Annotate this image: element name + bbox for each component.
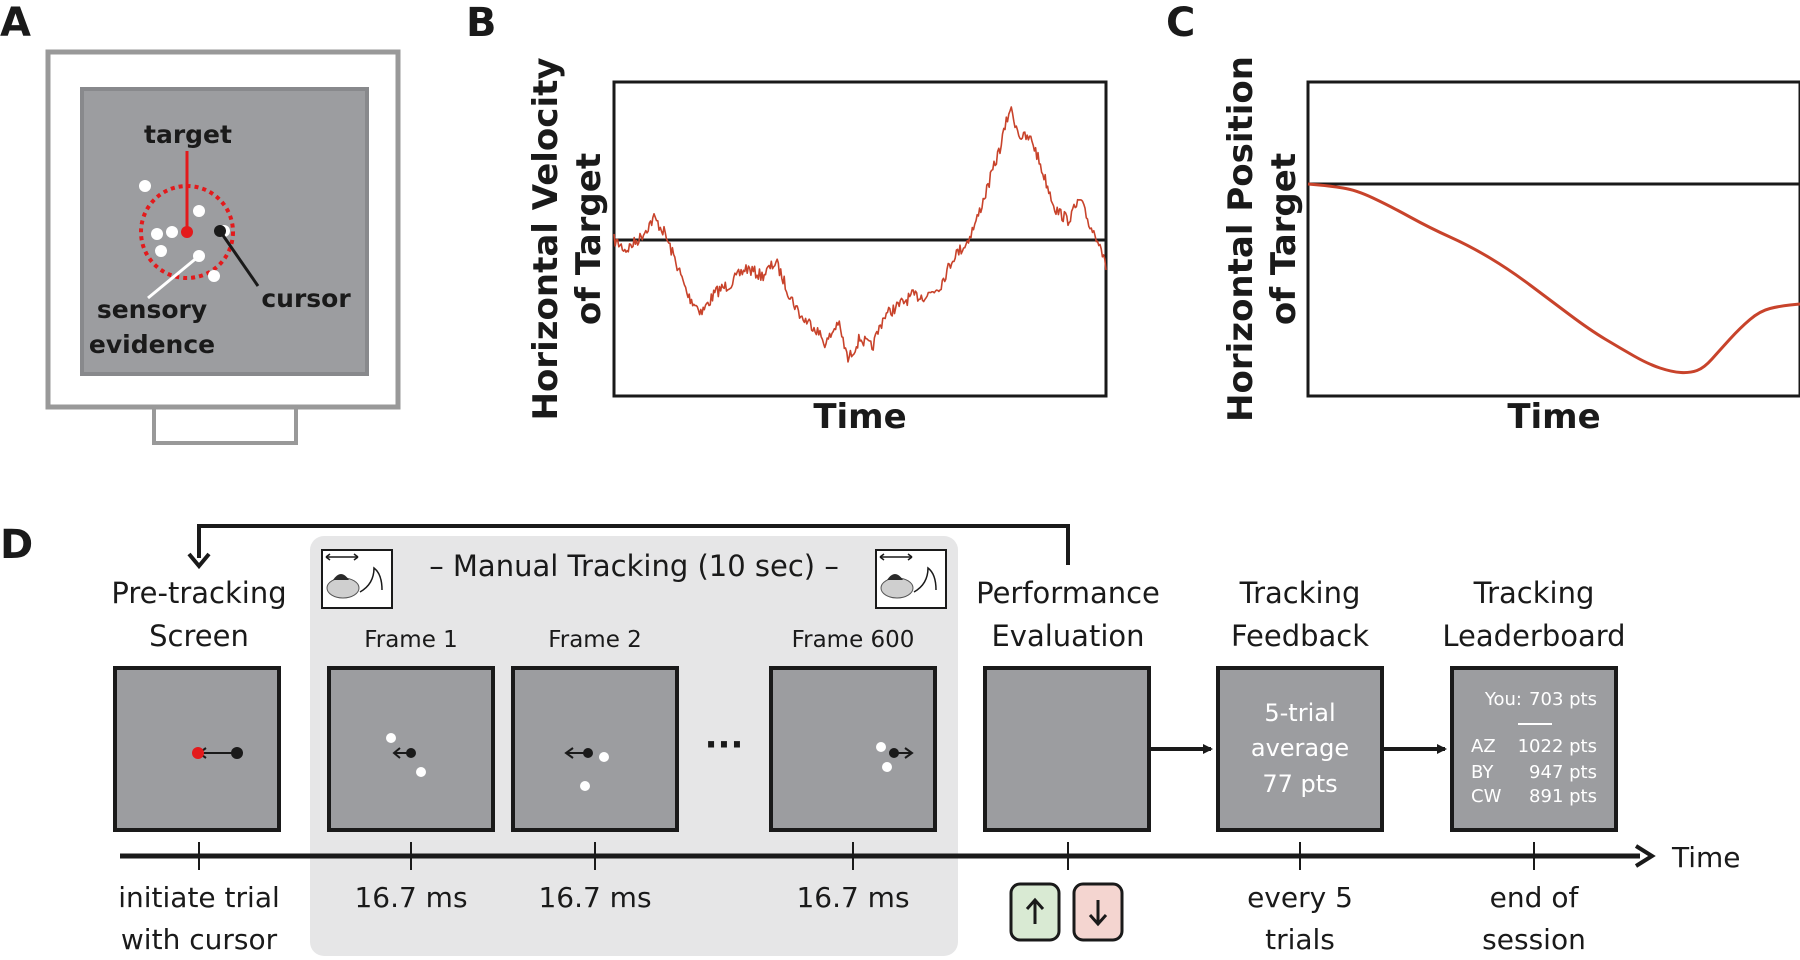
frame-1-screen <box>327 666 495 832</box>
cursor-dot <box>889 748 899 758</box>
feedback-line-2: average <box>1251 734 1349 762</box>
tracking-feedback-screen: 5-trial average 77 pts <box>1216 666 1384 832</box>
sensory-dot <box>876 742 886 752</box>
stage-title-perf-2: Evaluation <box>991 619 1144 653</box>
panel-letter-b: B <box>466 0 497 46</box>
up-key-button[interactable] <box>1009 882 1061 942</box>
leaderboard-row-score: 1022 pts <box>1518 736 1597 757</box>
velocity-trace <box>613 106 1107 363</box>
sensory-dot <box>151 228 163 240</box>
frame-1-title: Frame 1 <box>364 627 458 653</box>
timeline-label-ms: 16.7 ms <box>354 881 467 914</box>
loop-back-arrowhead <box>187 552 211 570</box>
sensory-dot <box>155 245 167 257</box>
plot-frame-c <box>1306 80 1800 398</box>
leaderboard-row-name: AZ <box>1471 736 1496 757</box>
feedback-line-3: 77 pts <box>1262 770 1337 798</box>
cursor-label: cursor <box>261 284 351 313</box>
sensory-dot <box>208 270 220 282</box>
timeline-time-label: Time <box>1671 841 1741 874</box>
evidence-label-2: evidence <box>89 330 215 359</box>
hand-tracking-icon <box>875 549 947 609</box>
timeline-label-end-1: end of <box>1490 881 1580 914</box>
leaderboard-row-score: 947 pts <box>1529 762 1597 783</box>
target-label: target <box>144 120 232 149</box>
cursor-dot <box>214 225 226 237</box>
leaderboard-row-score: 891 pts <box>1529 786 1597 807</box>
stage-title-perf-1: Performance <box>976 576 1160 610</box>
stage-title-leader-2: Leaderboard <box>1442 619 1625 653</box>
leaderboard-you-score: 703 pts <box>1529 689 1597 710</box>
frame-600-screen <box>769 666 937 832</box>
pretracking-screen <box>113 666 281 832</box>
leaderboard-you-label: You: <box>1484 689 1522 710</box>
ylabel-c-2: of Target <box>1264 153 1304 325</box>
timeline-label-initiate-1: initiate trial <box>118 881 280 914</box>
ylabel-c-1: Horizontal Position <box>1221 56 1261 422</box>
timeline-label-end-2: session <box>1482 923 1586 956</box>
feedback-line-1: 5-trial <box>1264 699 1335 727</box>
timeline-label-initiate-2: with cursor <box>121 923 278 956</box>
stage-title-leader-1: Tracking <box>1473 576 1595 610</box>
leaderboard-row-name: CW <box>1471 786 1502 807</box>
panel-letter-d: D <box>0 522 33 568</box>
arrow-down-icon <box>1088 914 1108 927</box>
timeline-label-ms: 16.7 ms <box>538 881 651 914</box>
timeline-label-ms: 16.7 ms <box>796 881 909 914</box>
loop-back-arrow <box>197 524 1070 565</box>
panel-letter-a: A <box>0 0 31 46</box>
sensory-dot <box>166 226 178 238</box>
down-key-button[interactable] <box>1072 882 1124 942</box>
target-dot <box>192 747 204 759</box>
hand-tracking-icon <box>321 549 393 609</box>
sensory-dot <box>386 733 396 743</box>
frame-2-screen <box>511 666 679 832</box>
timeline-ticks <box>198 842 1535 870</box>
ylabel-b-1: Horizontal Velocity <box>526 57 566 420</box>
ylabel-b-2: of Target <box>569 153 609 325</box>
sensory-dots <box>139 180 230 282</box>
sensory-dot <box>416 767 426 777</box>
frame-2-title: Frame 2 <box>548 627 642 653</box>
sensory-dot <box>580 781 590 791</box>
manual-tracking-title: – Manual Tracking (10 sec) – <box>429 549 839 583</box>
sensory-dot <box>599 752 609 762</box>
panel-b-chart: Time Horizontal Velocity of Target <box>526 57 1108 437</box>
frame-600-title: Frame 600 <box>792 627 915 653</box>
position-trace <box>1307 182 1800 375</box>
panel-a-monitor: target cursor sensory evidence <box>45 49 401 445</box>
target-dot <box>181 226 193 238</box>
stage-title-feedback-1: Tracking <box>1239 576 1361 610</box>
sensory-dot <box>193 205 205 217</box>
cursor-pointer-line <box>218 230 260 287</box>
cursor-dot <box>231 747 243 759</box>
timeline-label-every-2: trials <box>1265 923 1335 956</box>
cursor-dot <box>406 748 416 758</box>
performance-evaluation-screen <box>983 666 1151 832</box>
leaderboard-row-name: BY <box>1471 762 1494 783</box>
timeline-label-every-1: every 5 <box>1247 881 1353 914</box>
panel-letter-c: C <box>1166 0 1195 46</box>
frames-ellipsis: ··· <box>705 725 744 765</box>
tracking-leaderboard-screen: You: 703 pts AZ 1022 pts BY 947 pts CW 8… <box>1450 666 1618 832</box>
cursor-dot <box>583 748 593 758</box>
xlabel-b: Time <box>813 397 906 437</box>
monitor-stand <box>152 403 298 445</box>
evidence-label-1: sensory <box>97 295 207 324</box>
sensory-dot <box>882 762 892 772</box>
stage-title-pretracking-1: Pre-tracking <box>111 576 286 610</box>
xlabel-c: Time <box>1507 397 1600 437</box>
sensory-dot <box>139 180 151 192</box>
panel-c-chart: Time Horizontal Position of Target <box>1221 56 1800 437</box>
stage-title-pretracking-2: Screen <box>149 619 249 653</box>
arrow-up-icon <box>1025 897 1045 910</box>
evidence-pointer-line <box>147 254 200 300</box>
stage-title-feedback-2: Feedback <box>1231 619 1369 653</box>
timeline-arrowhead <box>1634 844 1656 868</box>
